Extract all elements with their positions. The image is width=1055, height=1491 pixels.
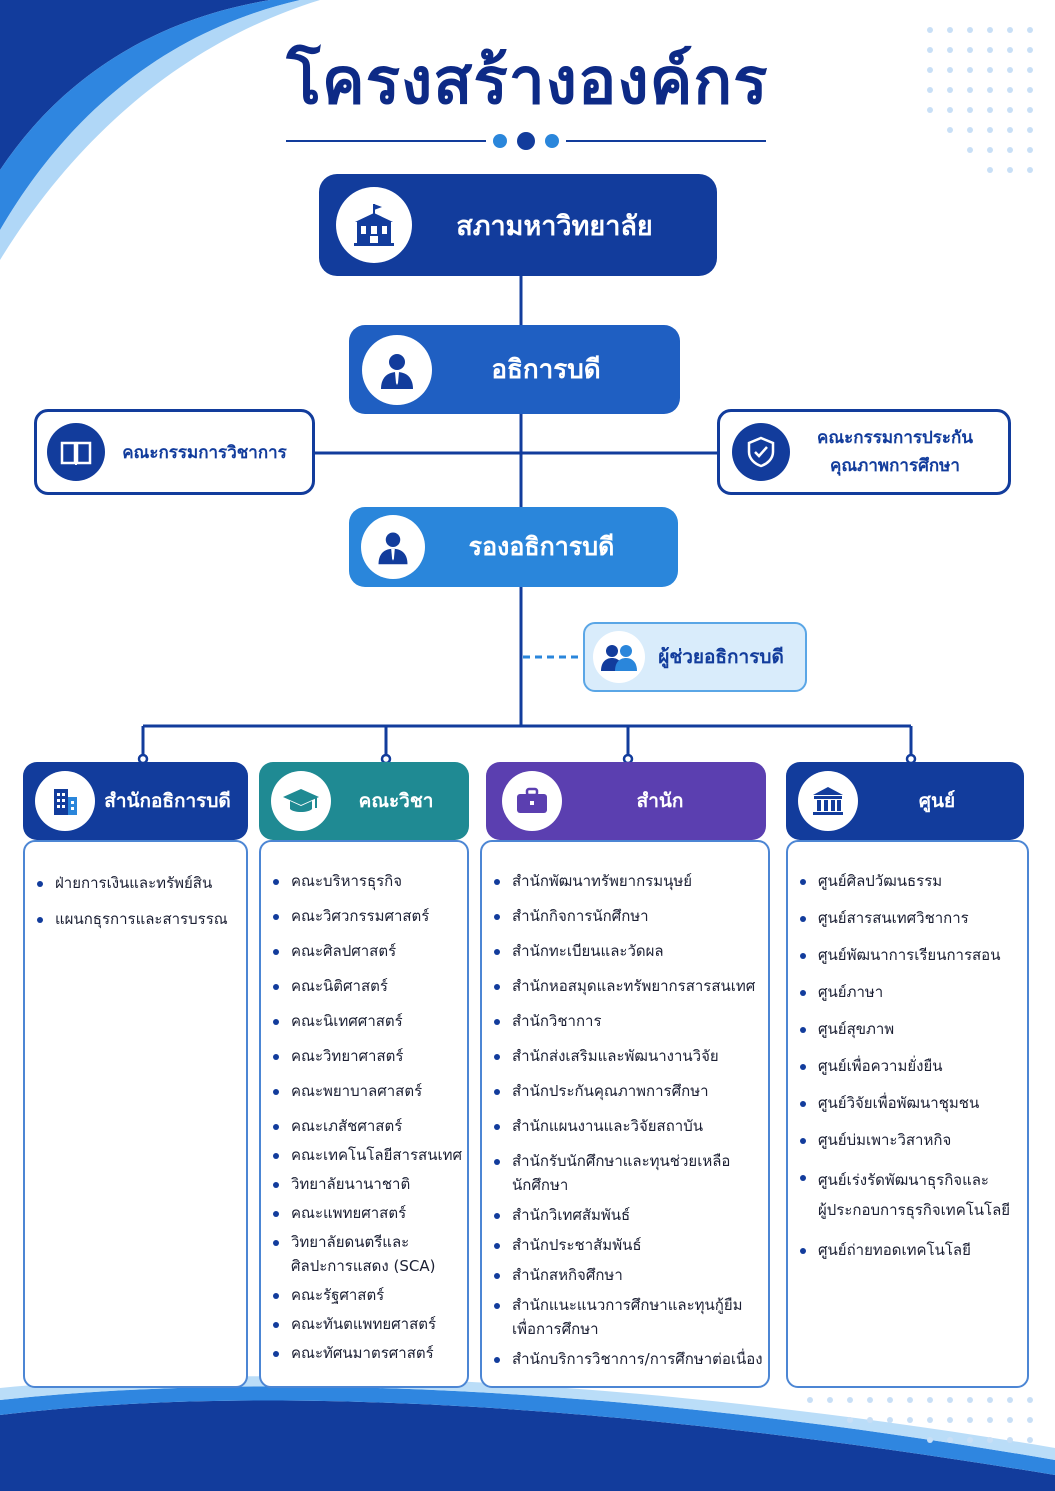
column-header-centers[interactable]: ศูนย์ <box>786 762 1024 840</box>
book-icon <box>47 423 105 481</box>
list-item: คณะนิเทศศาสตร์ <box>261 1009 467 1033</box>
academic-committee-box[interactable]: คณะกรรมการวิชาการ <box>34 409 315 495</box>
title-divider <box>286 132 766 150</box>
list-item: สำนักบริการวิชาการ/การศึกษาต่อเนื่อง <box>482 1347 768 1371</box>
university-building-icon <box>336 187 412 263</box>
council-box[interactable]: สภามหาวิทยาลัย <box>319 174 717 276</box>
list-item: สำนักวิชาการ <box>482 1009 768 1033</box>
list-item: ศูนย์สุขภาพ <box>788 1017 1027 1041</box>
column-header-bureaus[interactable]: สำนัก <box>486 762 766 840</box>
list-item: คณะบริหารธุรกิจ <box>261 869 467 893</box>
list-item: ศูนย์พัฒนาการเรียนการสอน <box>788 943 1027 967</box>
vice-president-label: รองอธิการบดี <box>468 532 615 561</box>
list-item: คณะรัฐศาสตร์ <box>261 1283 467 1307</box>
qa-committee-line1: คณะกรรมการประกัน <box>817 428 973 448</box>
list-item: สำนักแผนงานและวิจัยสถาบัน <box>482 1114 768 1138</box>
group-icon <box>593 631 645 683</box>
list-item: ศูนย์เร่งรัดพัฒนาธุรกิจและ ผู้ประกอบการธ… <box>788 1165 1027 1225</box>
column-list-bureaus: สำนักพัฒนาทรัพยากรมนุษย์ สำนักกิจการนักศ… <box>480 840 770 1388</box>
qa-committee-label: คณะกรรมการประกัน คุณภาพการศึกษา <box>790 424 1008 480</box>
list-item: ศูนย์ภาษา <box>788 980 1027 1004</box>
list-item: คณะทัศนมาตรศาสตร์ <box>261 1341 467 1365</box>
list-item: คณะเภสัชศาสตร์ <box>261 1114 467 1138</box>
institution-icon <box>798 771 858 831</box>
list-item: ศูนย์เพื่อความยั่งยืน <box>788 1054 1027 1078</box>
list-item: คณะนิติศาสตร์ <box>261 974 467 998</box>
list-item: สำนักพัฒนาทรัพยากรมนุษย์ <box>482 869 768 893</box>
briefcase-icon <box>502 771 562 831</box>
column-title: สำนักอธิการบดี <box>104 790 231 812</box>
list-item: ศูนย์บ่มเพาะวิสาหกิจ <box>788 1128 1027 1152</box>
list-item: วิทยาลัยดนตรีและ ศิลปะการแสดง (SCA) <box>261 1230 467 1278</box>
column-header-faculties[interactable]: คณะวิชา <box>259 762 469 840</box>
list-item: สำนักส่งเสริมและพัฒนางานวิจัย <box>482 1044 768 1068</box>
list-item: คณะทันตแพทยศาสตร์ <box>261 1312 467 1336</box>
list-item: สำนักทะเบียนและวัดผล <box>482 939 768 963</box>
column-list-faculties: คณะบริหารธุรกิจ คณะวิศวกรรมศาสตร์ คณะศิล… <box>259 840 469 1388</box>
list-item: สำนักกิจการนักศึกษา <box>482 904 768 928</box>
list-item: ศูนย์สารสนเทศวิชาการ <box>788 906 1027 930</box>
list-item: คณะเทคโนโลยีสารสนเทศ <box>261 1143 467 1167</box>
list-item: สำนักหอสมุดและทรัพยากรสารสนเทศ <box>482 974 768 998</box>
list-item: สำนักแนะแนวการศึกษาและทุนกู้ยืม เพื่อการ… <box>482 1293 768 1341</box>
academic-committee-label: คณะกรรมการวิชาการ <box>122 442 287 463</box>
list-item: ศูนย์ถ่ายทอดเทคโนโลยี <box>788 1238 1027 1262</box>
column-title: ศูนย์ <box>918 790 956 812</box>
vice-president-box[interactable]: รองอธิการบดี <box>349 507 678 587</box>
assistant-label: ผู้ช่วยอธิการบดี <box>658 646 784 668</box>
person-icon <box>361 515 425 579</box>
list-item: คณะวิทยาศาสตร์ <box>261 1044 467 1068</box>
column-header-president-office[interactable]: สำนักอธิการบดี <box>23 762 248 840</box>
list-item: ศูนย์วิจัยเพื่อพัฒนาชุมชน <box>788 1091 1027 1115</box>
list-item: ศูนย์ศิลปวัฒนธรรม <box>788 869 1027 893</box>
list-item: คณะพยาบาลศาสตร์ <box>261 1079 467 1103</box>
list-item: สำนักประกันคุณภาพการศึกษา <box>482 1079 768 1103</box>
assistant-box[interactable]: ผู้ช่วยอธิการบดี <box>583 622 807 692</box>
list-item: สำนักรับนักศึกษาและทุนช่วยเหลือ นักศึกษา <box>482 1149 768 1197</box>
column-title: สำนัก <box>636 790 684 812</box>
list-item: แผนกธุรการและสารบรรณ <box>25 907 246 931</box>
graduation-cap-icon <box>271 771 331 831</box>
list-item: สำนักวิเทศสัมพันธ์ <box>482 1203 768 1227</box>
shield-icon <box>732 423 790 481</box>
list-item: สำนักสหกิจศึกษา <box>482 1263 768 1287</box>
list-item: วิทยาลัยนานาชาติ <box>261 1172 467 1196</box>
list-item: ฝ่ายการเงินและทรัพย์สิน <box>25 871 246 895</box>
qa-committee-box[interactable]: คณะกรรมการประกัน คุณภาพการศึกษา <box>717 409 1011 495</box>
page-title: โครงสร้างองค์กร <box>286 45 769 119</box>
qa-committee-line2: คุณภาพการศึกษา <box>830 456 960 476</box>
list-item: คณะวิศวกรรมศาสตร์ <box>261 904 467 928</box>
column-list-president-office: ฝ่ายการเงินและทรัพย์สิน แผนกธุรการและสาร… <box>23 840 248 1388</box>
president-box[interactable]: อธิการบดี <box>349 325 680 414</box>
office-building-icon <box>35 771 95 831</box>
council-label: สภามหาวิทยาลัย <box>456 210 653 242</box>
list-item: สำนักประชาสัมพันธ์ <box>482 1233 768 1257</box>
list-item: คณะศิลปศาสตร์ <box>261 939 467 963</box>
president-label: อธิการบดี <box>491 355 601 385</box>
list-item: คณะแพทยศาสตร์ <box>261 1201 467 1225</box>
person-icon <box>362 334 432 405</box>
column-title: คณะวิชา <box>358 790 434 812</box>
column-list-centers: ศูนย์ศิลปวัฒนธรรม ศูนย์สารสนเทศวิชาการ ศ… <box>786 840 1029 1388</box>
